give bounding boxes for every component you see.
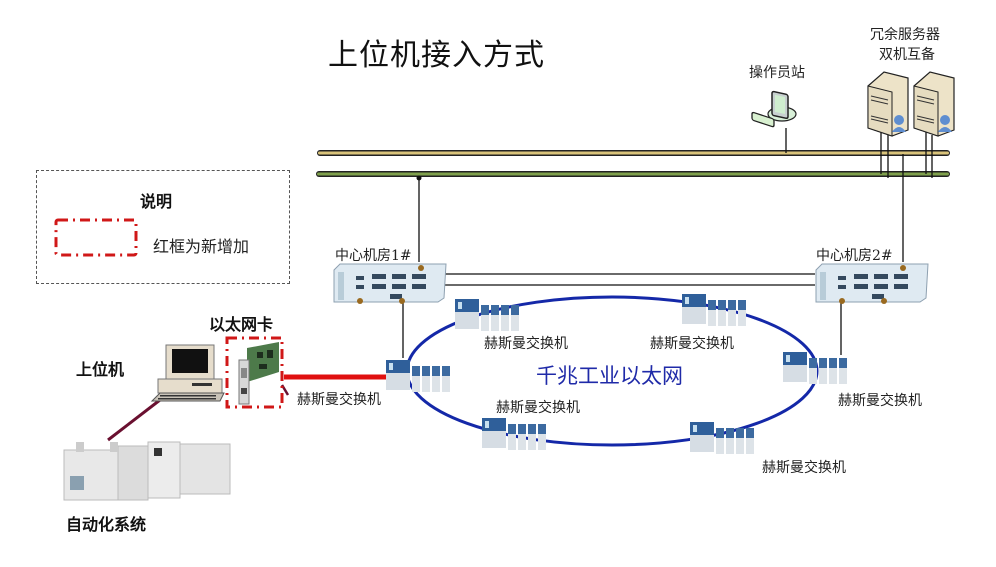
ring-network-label: 千兆工业以太网 xyxy=(536,364,683,388)
center-room-2-label: 中心机房2# xyxy=(816,248,893,264)
hirschmann-switch-icon xyxy=(682,294,746,326)
nic-highlight-frame xyxy=(225,336,284,409)
desktop-pc-icon xyxy=(150,344,225,402)
workstation-icon xyxy=(751,90,797,128)
page-title: 上位机接入方式 xyxy=(328,38,545,73)
ethernet-card-label: 以太网卡 xyxy=(209,315,274,334)
switch-label: 赫斯曼交换机 xyxy=(838,393,922,409)
hirschmann-switch-icon xyxy=(455,299,519,331)
legend-heading: 说明 xyxy=(140,192,173,211)
center-room-1-label: 中心机房1# xyxy=(335,248,412,264)
legend-box xyxy=(36,170,290,284)
rack-switch-icon xyxy=(333,263,447,304)
operator-station-label: 操作员站 xyxy=(749,65,805,81)
switch-label: 赫斯曼交换机 xyxy=(484,336,568,352)
hirschmann-switch-icon xyxy=(482,418,546,450)
plc-cable xyxy=(107,398,161,442)
switch-label: 赫斯曼交换机 xyxy=(650,336,734,352)
automation-system-label: 自动化系统 xyxy=(66,515,147,534)
bus-top xyxy=(317,150,950,156)
hirschmann-switch-icon xyxy=(783,352,847,384)
bus-drop-lines xyxy=(402,128,933,358)
host-computer-label: 上位机 xyxy=(76,360,125,379)
servers-label-line2: 双机互备 xyxy=(879,47,935,63)
legend-red-frame xyxy=(54,218,138,257)
switch-label: 赫斯曼交换机 xyxy=(297,392,381,408)
switch-label: 赫斯曼交换机 xyxy=(496,400,580,416)
legend-item-text: 红框为新增加 xyxy=(153,237,250,256)
switch-label: 赫斯曼交换机 xyxy=(762,460,846,476)
bus-junction xyxy=(416,175,422,181)
servers-label-line1: 冗余服务器 xyxy=(870,27,940,43)
server-icon xyxy=(867,71,909,137)
server-icon xyxy=(913,71,955,137)
rack-switch-icon xyxy=(815,263,929,304)
plc-icon xyxy=(63,441,231,501)
network-card-icon xyxy=(238,342,279,405)
bus-bottom xyxy=(316,171,950,177)
hirschmann-switch-icon xyxy=(386,360,450,392)
